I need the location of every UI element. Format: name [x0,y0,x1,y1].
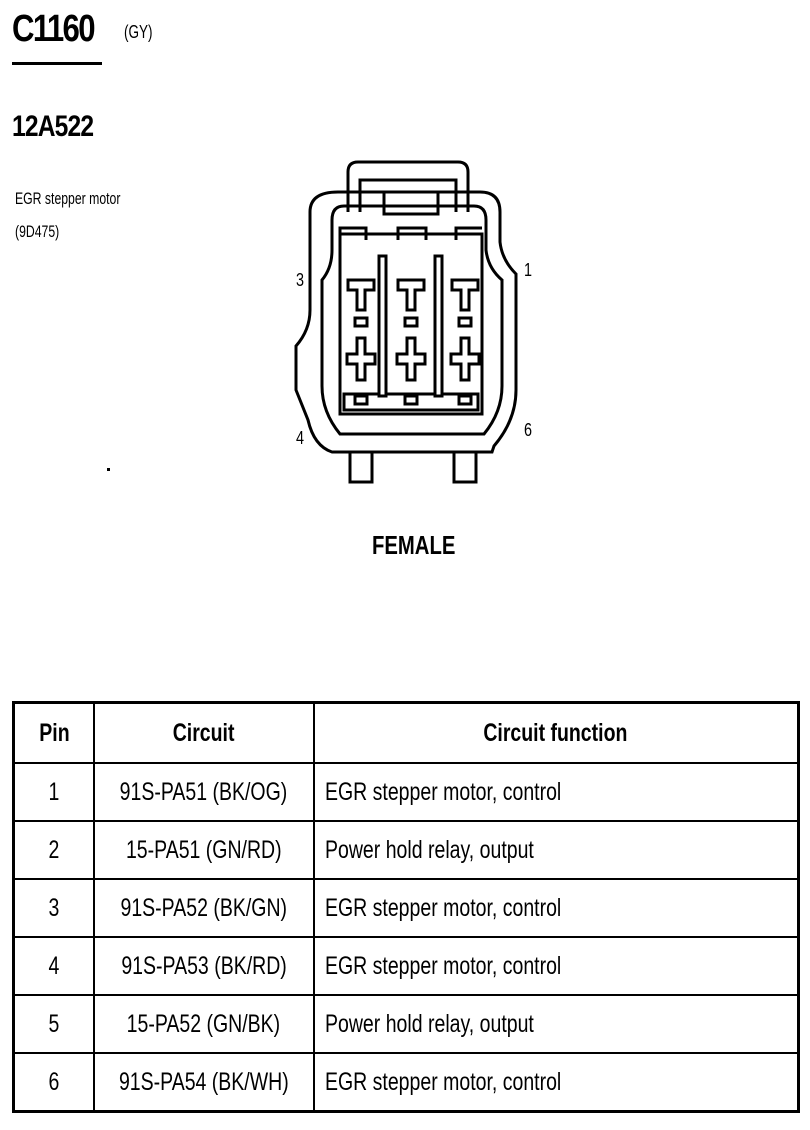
pin-cell: 6 [12,1052,95,1113]
pin-label-bottom-left: 4 [296,428,305,448]
circuit-cell: 91S-PA54 (BK/WH) [93,1052,315,1113]
part-number: 12A522 [12,110,94,143]
connector-gender-label: FEMALE [372,530,456,560]
pin-cell: 2 [12,820,95,880]
terminal-6 [449,336,481,382]
mounting-foot-right [452,450,478,484]
pin-label-bottom-right: 6 [524,420,533,440]
divider-rib-left [377,254,388,398]
pinout-table: Pin Circuit Circuit function 1 91S-PA51 … [12,701,800,1113]
pin-cell: 1 [12,762,95,822]
pin-cell: 3 [12,878,95,938]
mounting-foot-left [348,450,374,484]
terminal-1 [450,278,480,312]
component-reference: (9D475) [15,222,60,241]
function-cell: Power hold relay, output [312,994,800,1054]
component-name: EGR stepper motor [15,189,121,208]
connector-housing-inner [320,204,504,436]
column-header-circuit-function: Circuit function [312,701,800,764]
table-row: 3 91S-PA52 (BK/GN) EGR stepper motor, co… [12,878,800,938]
table-row: 2 15-PA51 (GN/RD) Power hold relay, outp… [12,820,800,880]
function-cell: EGR stepper motor, control [312,1052,800,1113]
function-cell: EGR stepper motor, control [312,936,800,996]
connector-latch-tab [382,190,440,216]
terminal-5 [395,336,427,382]
connector-id-underline [12,62,102,65]
table-row: 1 91S-PA51 (BK/OG) EGR stepper motor, co… [12,762,800,822]
terminal-4 [345,336,377,382]
pin-label-top-right: 1 [524,260,533,280]
circuit-cell: 15-PA51 (GN/RD) [93,820,315,880]
cavity-frame [338,232,484,416]
table-row: 4 91S-PA53 (BK/RD) EGR stepper motor, co… [12,936,800,996]
circuit-cell: 15-PA52 (GN/BK) [93,994,315,1054]
column-header-pin: Pin [12,701,95,764]
circuit-cell: 91S-PA52 (BK/GN) [93,878,315,938]
divider-rib-right [433,254,444,398]
function-cell: Power hold relay, output [312,820,800,880]
table-row: 5 15-PA52 (GN/BK) Power hold relay, outp… [12,994,800,1054]
connector-face-diagram [294,160,518,484]
connector-latch [346,160,470,212]
stray-dot [107,468,110,471]
pin-cell: 5 [12,994,95,1054]
function-cell: EGR stepper motor, control [312,878,800,938]
connector-housing-outer [294,190,518,454]
table-header-row: Pin Circuit Circuit function [12,701,800,764]
function-cell: EGR stepper motor, control [312,762,800,822]
column-header-circuit: Circuit [93,701,315,764]
table-row: 6 91S-PA54 (BK/WH) EGR stepper motor, co… [12,1052,800,1113]
pin-cell: 4 [12,936,95,996]
circuit-cell: 91S-PA53 (BK/RD) [93,936,315,996]
terminal-3 [346,278,376,312]
connector-id: C1160 [12,8,96,50]
circuit-cell: 91S-PA51 (BK/OG) [93,762,315,822]
connector-color-code: (GY) [124,22,153,42]
pin-label-top-left: 3 [296,270,305,290]
terminal-2 [396,278,426,312]
